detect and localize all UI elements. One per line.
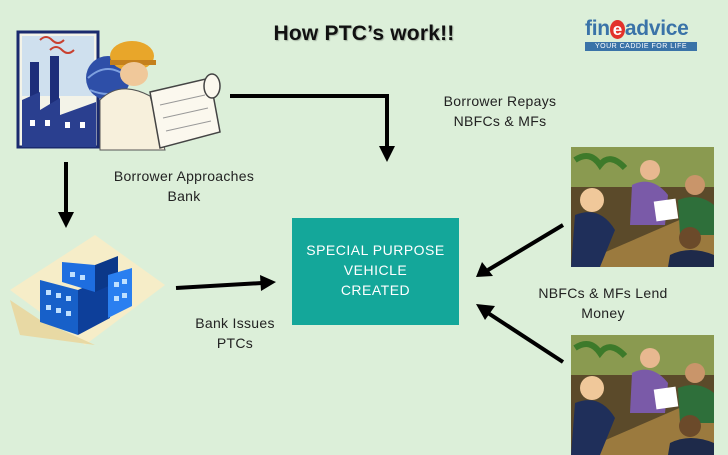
arrow-nbfc-top-to-spv [476, 223, 565, 277]
label-nbfcs-lend: NBFCs & MFs Lend Money [538, 285, 668, 321]
logo-prefix: fin [585, 17, 610, 40]
meeting-icon-bottom [571, 335, 714, 455]
label-borrower-approaches: Borrower Approaches Bank [113, 168, 255, 204]
label-bank-issues: Bank Issues PTCs [195, 315, 275, 351]
arrow-nbfc-bottom-to-spv [476, 304, 565, 364]
arrow-borrower-repays [230, 94, 395, 162]
meeting-icon-top [571, 147, 714, 267]
label-borrower-repays: Borrower Repays NBFCs & MFs [443, 93, 557, 129]
logo-letter: e [609, 20, 625, 39]
logo-tagline: YOUR CADDIE FOR LIFE [585, 42, 697, 51]
bank-building-icon [10, 235, 165, 345]
page-title: How PTC’s work!! [273, 22, 455, 45]
spv-box: SPECIAL PURPOSE VEHICLE CREATED [292, 218, 459, 325]
spv-label: SPECIAL PURPOSE VEHICLE CREATED [306, 241, 445, 298]
engineer-icon [86, 41, 221, 151]
logo-suffix: advice [624, 17, 689, 40]
arrow-bank-to-spv [175, 275, 276, 291]
arrow-borrower-to-bank [58, 162, 74, 228]
